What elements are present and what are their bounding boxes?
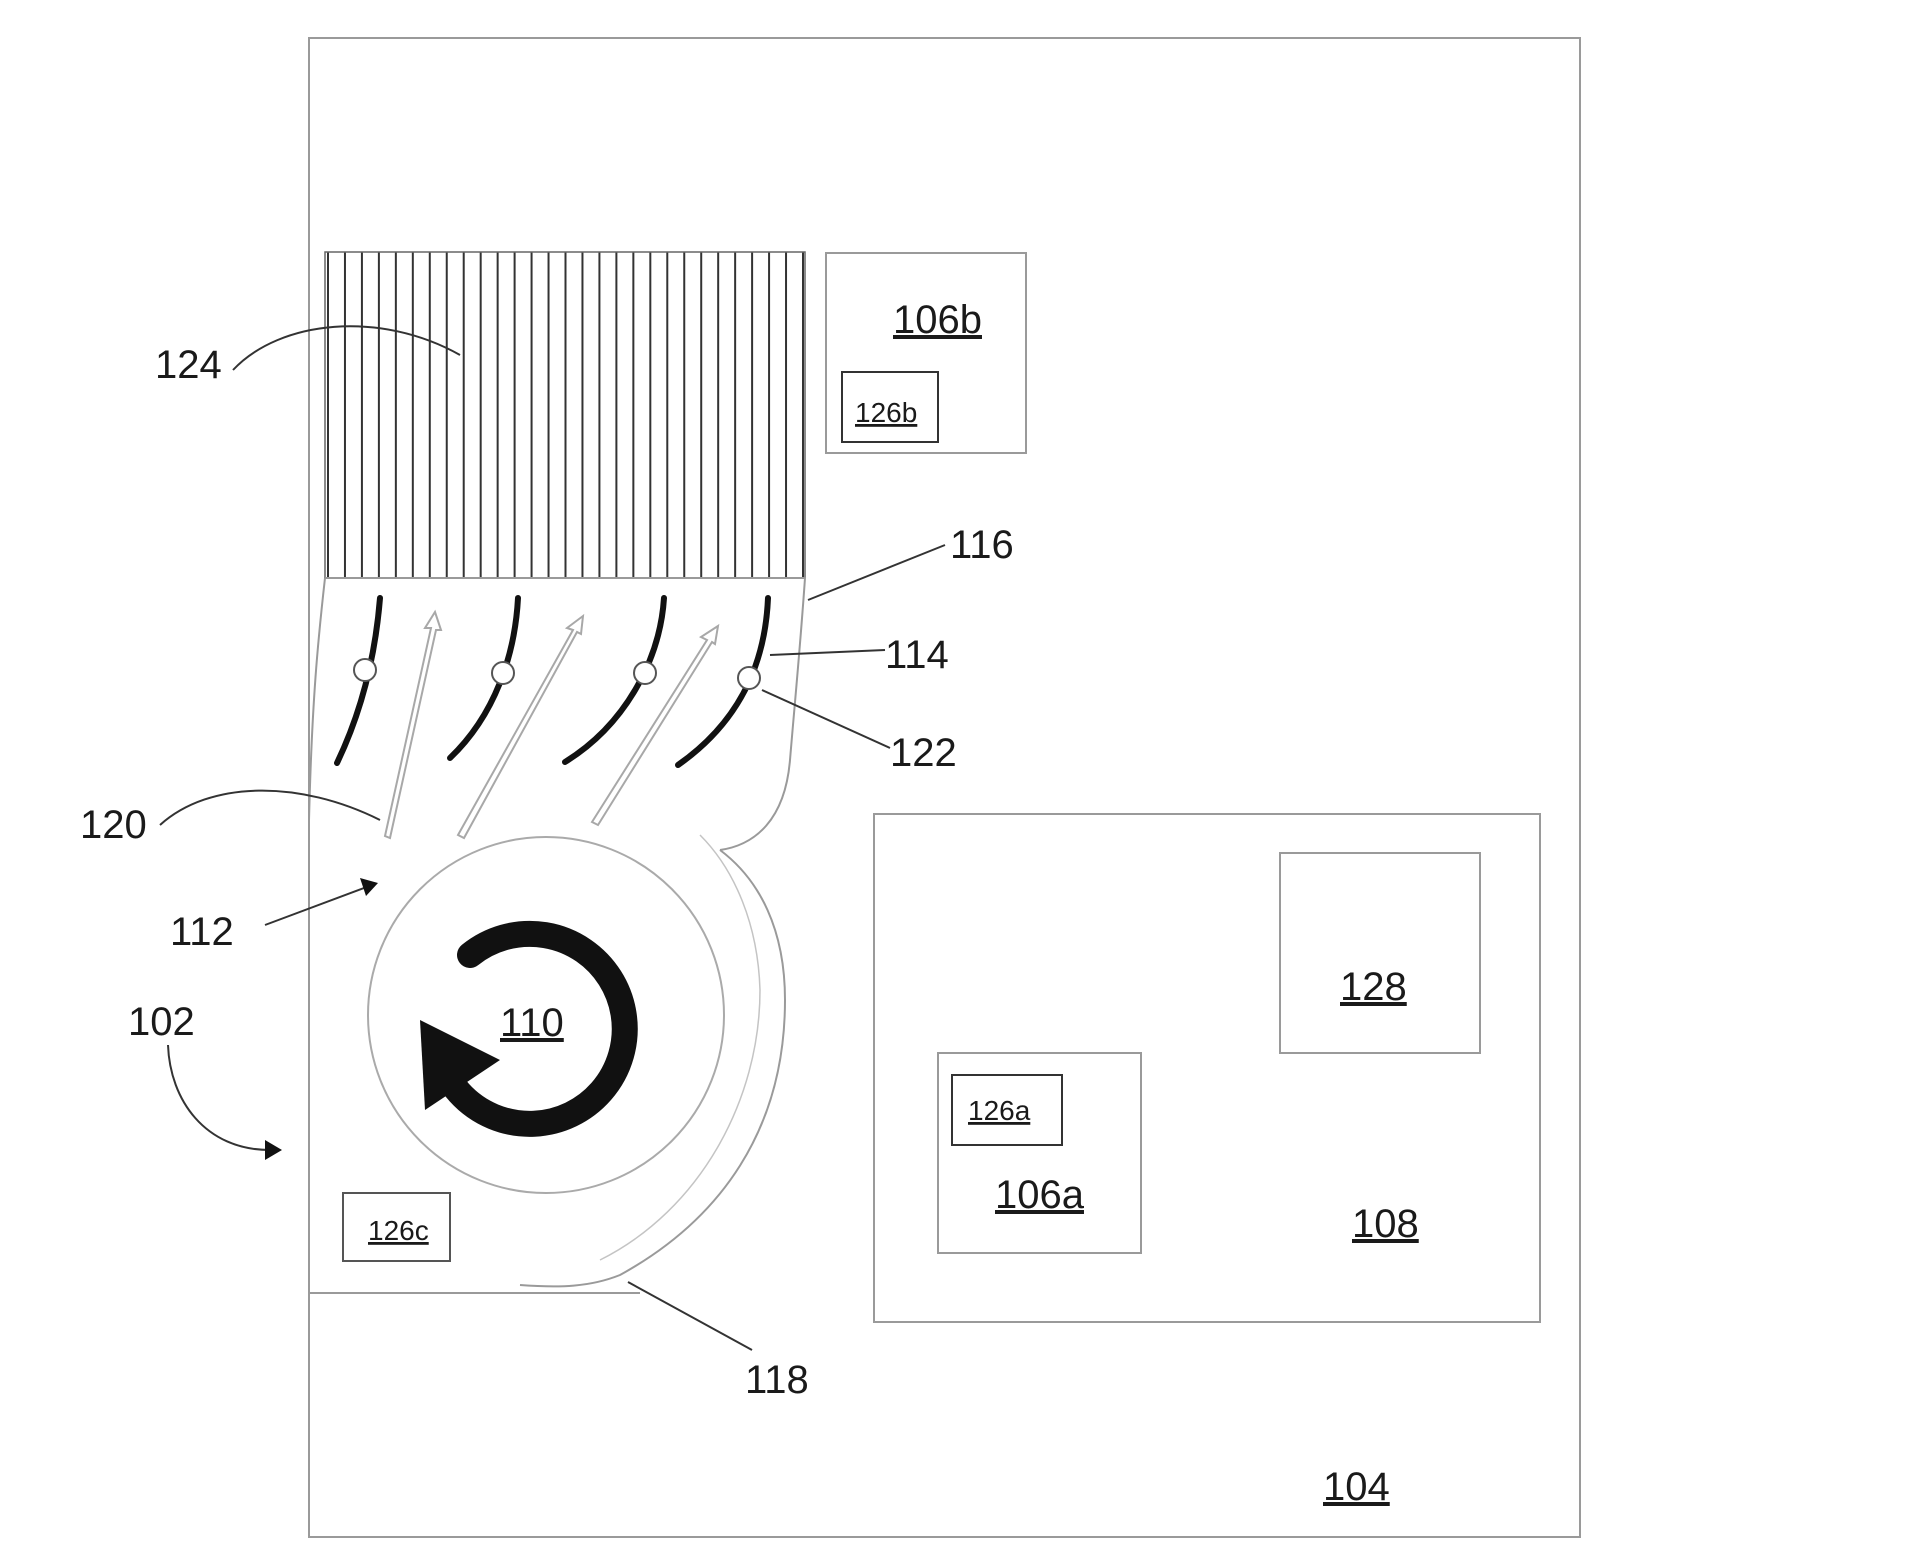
sensor-126c	[342, 1192, 451, 1262]
duct-left-wall	[308, 577, 326, 821]
component-128	[1279, 852, 1481, 1054]
component-106a	[937, 1052, 1142, 1254]
label-126b: 126b	[855, 397, 917, 428]
airflow-arrows-120	[383, 609, 720, 840]
board-108	[873, 813, 1541, 1323]
fan-wheel-112	[367, 836, 725, 1194]
airflow-arrow-3	[590, 623, 720, 827]
enclosure-104	[308, 37, 1581, 1538]
fan-housing-outline	[325, 577, 807, 851]
louver-114-1	[334, 595, 383, 766]
volute-118	[519, 849, 787, 1288]
label-128: 128	[1340, 965, 1407, 1009]
leader-124	[232, 325, 461, 371]
label-122: 122	[890, 731, 957, 775]
leader-112	[264, 884, 373, 926]
label-104: 104	[1323, 1465, 1390, 1509]
sensor-126a	[951, 1074, 1063, 1146]
label-108: 108	[1352, 1202, 1419, 1246]
sensor-126b	[841, 371, 939, 443]
airflow-arrow-1	[383, 609, 443, 840]
label-106a: 106a	[995, 1173, 1085, 1217]
airflow-arrow-2	[456, 613, 585, 840]
label-106b: 106b	[893, 298, 982, 342]
rotation-arrow-icon	[427, 920, 638, 1137]
pivot-122-4	[737, 666, 761, 690]
pivot-122-1	[353, 658, 377, 682]
label-126a: 126a	[968, 1095, 1031, 1126]
leader-122	[761, 689, 891, 749]
volute-inner	[599, 834, 761, 1261]
label-114: 114	[885, 633, 949, 677]
leader-116	[807, 544, 946, 601]
leader-102	[167, 1044, 271, 1151]
label-116: 116	[950, 523, 1014, 567]
leader-118	[627, 1281, 753, 1351]
pivot-122-2	[491, 661, 515, 685]
arrowhead-112	[360, 878, 378, 896]
label-110: 110	[500, 1001, 564, 1045]
label-124: 124	[155, 343, 222, 387]
label-112: 112	[170, 910, 234, 954]
component-106b	[825, 252, 1027, 454]
louver-114-4	[675, 595, 771, 768]
label-102: 102	[128, 1000, 195, 1044]
heat-sink-124	[327, 252, 804, 578]
leader-120	[159, 789, 381, 826]
arrowhead-102	[265, 1140, 282, 1160]
louver-114-3	[562, 595, 667, 765]
label-120: 120	[80, 803, 147, 847]
leader-114	[769, 649, 886, 656]
label-118: 118	[745, 1358, 809, 1402]
label-126c: 126c	[368, 1215, 429, 1246]
leader-lines	[159, 325, 946, 1351]
rotation-arrowhead	[420, 1020, 500, 1110]
pivot-122-3	[633, 661, 657, 685]
